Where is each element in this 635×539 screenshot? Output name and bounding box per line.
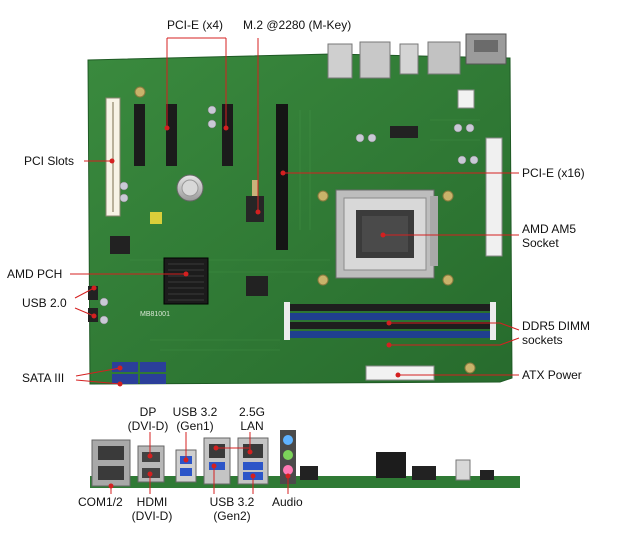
chip <box>390 126 418 138</box>
m2-slot <box>246 180 264 222</box>
label-m2: M.2 @2280 (M-Key) <box>243 18 352 32</box>
label-sata3: SATA III <box>22 371 65 385</box>
board-marking: MB81001 <box>140 311 170 318</box>
label-pcie-x4: PCI-E (x4) <box>167 18 224 32</box>
label-ddr5-line1: DDR5 DIMM <box>522 319 590 333</box>
label-pcie-x16: PCI-E (x16) <box>522 166 585 180</box>
label-audio: Audio <box>272 495 303 509</box>
leader-lines <box>70 37 520 494</box>
label-usb32-gen2-line2: (Gen2) <box>213 509 251 523</box>
pcie-x4-slots <box>134 104 233 166</box>
chip <box>246 276 268 296</box>
label-lan: 2.5G LAN <box>232 405 272 433</box>
label-lan-line2: LAN <box>240 419 264 433</box>
side-connector <box>485 137 503 257</box>
label-usb32-gen1-line2: (Gen1) <box>176 419 214 433</box>
leader-dots <box>91 125 401 489</box>
pch-heatsink <box>163 257 209 305</box>
capacitors <box>99 105 479 325</box>
label-dp-line1: DP <box>139 405 157 419</box>
label-hdmi-line2: (DVI-D) <box>131 509 173 523</box>
cpu-power-connector <box>457 89 475 109</box>
label-usb32-gen1: USB 3.2 (Gen1) <box>166 405 224 433</box>
label-ddr5-line2: sockets <box>522 333 563 347</box>
label-dp-line2: (DVI-D) <box>127 419 169 433</box>
label-amd-am5-line2: Socket <box>522 236 559 250</box>
label-ddr5: DDR5 DIMM sockets <box>522 319 590 347</box>
label-pci-slots: PCI Slots <box>24 154 75 168</box>
pcie-x16-slot <box>276 104 288 250</box>
yellow-chip <box>150 212 162 224</box>
label-usb32-gen2-line1: USB 3.2 <box>209 495 255 509</box>
sata-connectors <box>112 362 166 384</box>
label-hdmi-line1: HDMI <box>136 495 168 509</box>
cmos-battery <box>176 174 204 202</box>
label-amd-am5-line1: AMD AM5 <box>522 222 577 236</box>
label-amd-pch: AMD PCH <box>7 267 63 281</box>
chip <box>110 236 130 254</box>
label-dp: DP (DVI-D) <box>118 405 178 433</box>
rear-io-panel <box>90 430 520 488</box>
label-amd-am5: AMD AM5 Socket <box>522 222 576 250</box>
label-usb32-gen2: USB 3.2 (Gen2) <box>200 495 264 523</box>
label-usb32-gen1-line1: USB 3.2 <box>172 405 218 419</box>
pci-slot <box>105 97 121 217</box>
label-lan-line1: 2.5G <box>238 405 265 419</box>
label-atx-power: ATX Power <box>522 368 582 382</box>
label-hdmi: HDMI (DVI-D) <box>124 495 180 523</box>
am5-socket <box>335 189 438 279</box>
ddr5-dimm-slots <box>284 302 496 340</box>
label-usb20: USB 2.0 <box>22 296 67 310</box>
label-com12: COM1/2 <box>78 495 123 509</box>
atx-power-connector <box>365 365 435 381</box>
rear-io-top <box>327 33 507 79</box>
mounting-holes <box>134 86 476 374</box>
